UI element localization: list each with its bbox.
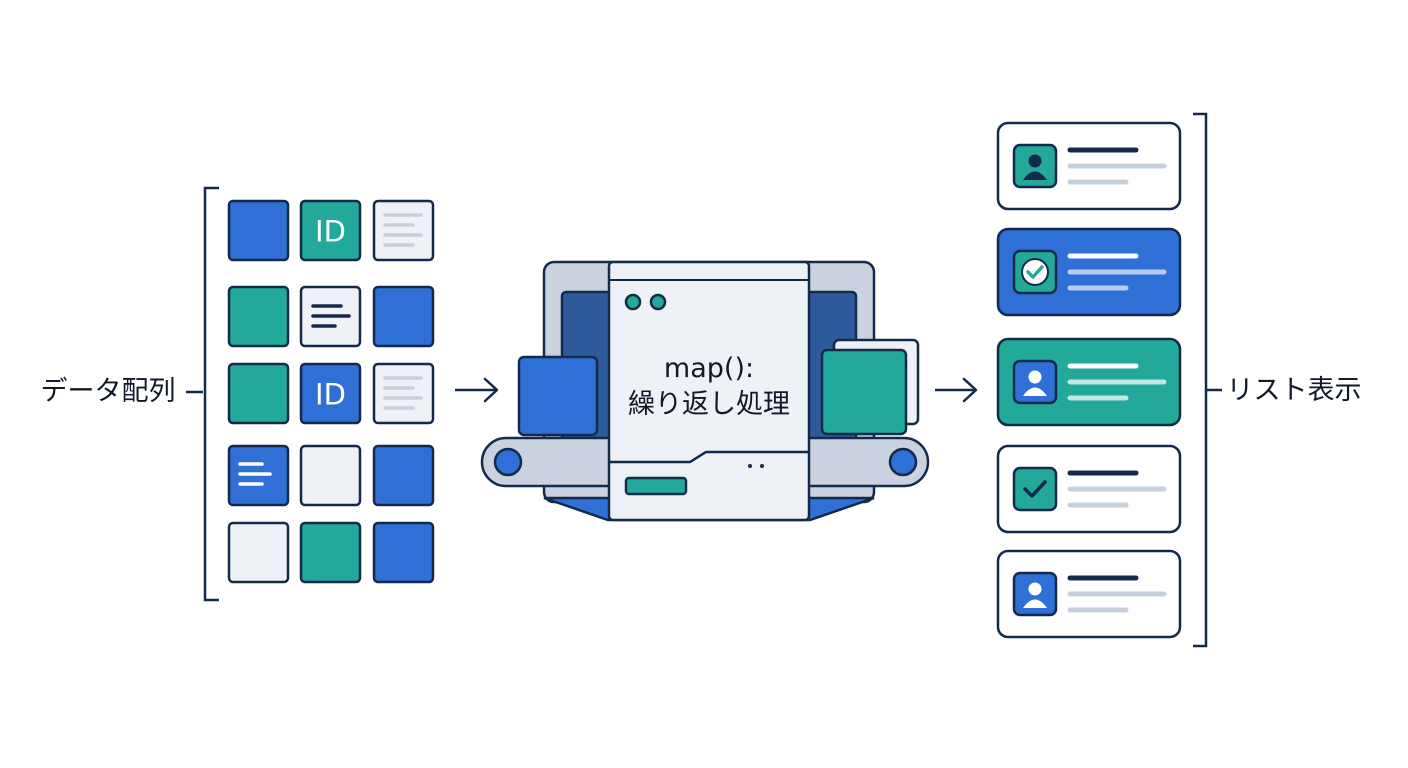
panel-dot-1 [748,464,752,468]
array-tile [299,285,362,348]
indicator-light-2 [649,293,667,311]
function-label-line2: 繰り返し処理 [628,389,790,420]
conveyor-wheel-left [493,447,523,477]
array-tile [372,444,435,507]
user-icon [1012,143,1058,189]
arrow-to-map [455,377,499,403]
output-card [996,549,1182,639]
data-array-grid: ID ID [227,199,435,584]
user-icon [1012,359,1058,405]
output-card [996,227,1182,317]
array-tile [299,444,362,507]
output-card [996,337,1182,427]
output-bracket [1193,112,1208,648]
map-machine: map(): 繰り返し処理 [480,260,930,522]
array-tile: ID [299,362,362,425]
tile-id-text: ID [315,378,346,412]
array-tile [372,362,435,425]
input-block [517,355,599,437]
array-tile [372,285,435,348]
user-icon [1012,571,1058,617]
array-tile [372,199,435,262]
machine-front-panel [607,260,811,522]
array-tile: ID [299,199,362,262]
input-label: データ配列 [41,376,176,407]
function-label-line1: map(): [664,353,754,384]
output-slot [624,476,688,496]
check-icon [1012,466,1058,512]
tile-id-text: ID [315,215,346,249]
output-card-list [996,121,1182,639]
output-card [996,121,1182,211]
array-tile [227,199,290,262]
arrow-to-list [935,377,978,403]
array-tile [299,521,362,584]
check-icon [1012,249,1058,295]
conveyor-wheel-right [888,447,918,477]
output-label: リスト表示 [1227,375,1362,406]
panel-divider [609,450,809,464]
output-card [996,444,1182,534]
array-tile [227,444,290,507]
array-tile [227,285,290,348]
output-block [820,348,908,436]
array-tile [372,521,435,584]
array-tile [227,521,290,584]
panel-dot-2 [760,464,764,468]
array-tile [227,362,290,425]
input-bracket [203,186,219,602]
indicator-light-1 [624,293,642,311]
